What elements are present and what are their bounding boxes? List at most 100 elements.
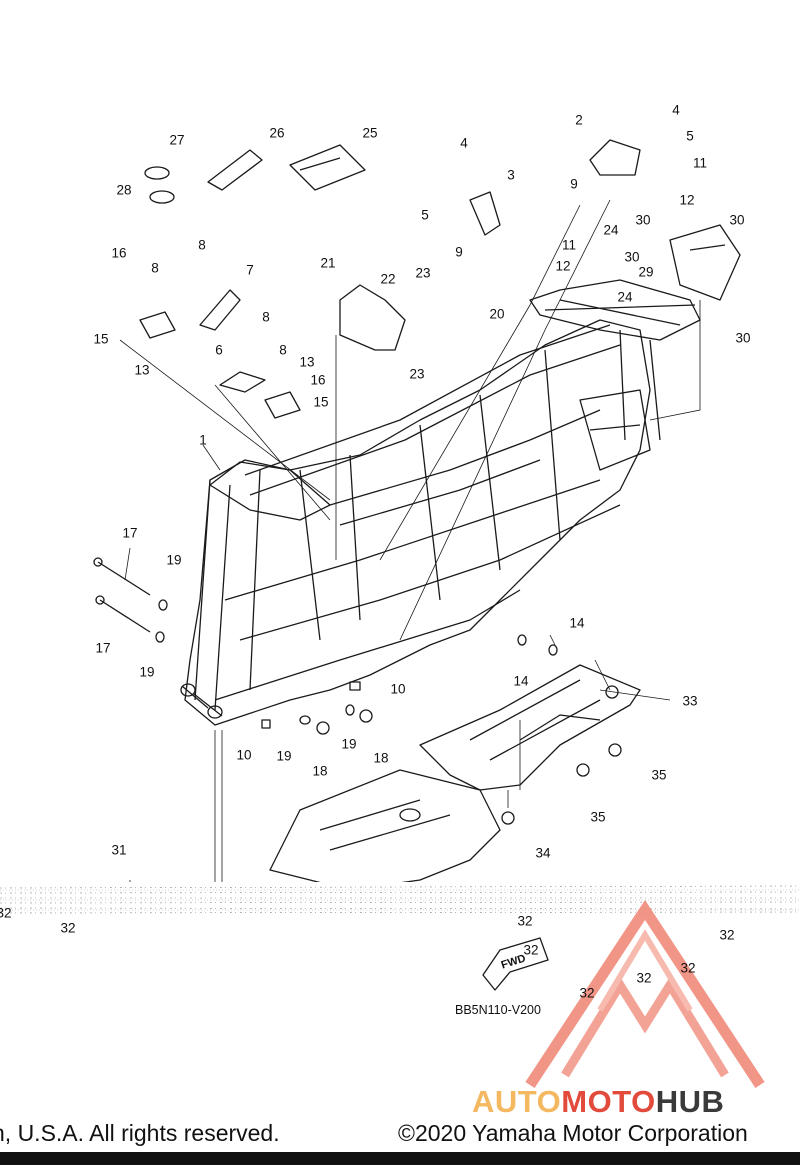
part-25-envelope xyxy=(289,144,366,191)
bolt-17-lower xyxy=(99,599,151,633)
clamp-13a xyxy=(139,311,176,339)
callout-3: 3 xyxy=(507,167,515,183)
callout-19b: 19 xyxy=(139,664,155,680)
fwd-arrow xyxy=(482,937,549,991)
callout-17b: 17 xyxy=(95,640,111,656)
callout-32e: 32 xyxy=(579,985,595,1001)
callout-14b: 14 xyxy=(513,673,529,689)
diagram-code: BB5N110-V200 xyxy=(455,1003,541,1017)
frame-front-post xyxy=(194,469,261,711)
callout-11a: 11 xyxy=(692,155,708,171)
callout-29: 29 xyxy=(638,264,654,280)
callout-18a: 18 xyxy=(312,763,328,779)
copyright-left: n, U.S.A. All rights reserved. xyxy=(0,1120,280,1146)
watermark-part-auto: AUTO xyxy=(472,1084,562,1119)
skid-plate-front-detail xyxy=(319,799,451,851)
bolt-17-upper xyxy=(97,561,151,596)
callout-4a: 4 xyxy=(460,135,468,151)
part-21-cover xyxy=(339,284,406,351)
frame-bottom-rail xyxy=(214,589,521,701)
callout-32c: 32 xyxy=(517,913,533,929)
callout-7: 7 xyxy=(246,262,254,278)
callout-20: 20 xyxy=(489,306,505,322)
callout-5a: 5 xyxy=(421,207,429,223)
frame-lower-rail-2 xyxy=(239,504,621,641)
callout-8b: 8 xyxy=(151,260,159,276)
bracket-2 xyxy=(589,139,641,176)
callout-19c: 19 xyxy=(276,748,292,764)
callout-31: 31 xyxy=(111,842,127,858)
callout-12b: 12 xyxy=(555,258,571,274)
watermark-part-hub: HUB xyxy=(655,1084,725,1119)
callout-32f: 32 xyxy=(636,970,652,986)
callout-15a: 15 xyxy=(93,331,109,347)
callout-1: 1 xyxy=(199,432,207,448)
front-tube xyxy=(181,685,223,717)
part-26-tool xyxy=(207,149,263,191)
callout-16a: 16 xyxy=(111,245,127,261)
callout-28: 28 xyxy=(116,182,132,198)
callout-4b: 4 xyxy=(672,102,680,118)
bracket-6 xyxy=(219,371,266,393)
callout-27: 27 xyxy=(169,132,185,148)
callout-13b: 13 xyxy=(299,354,315,370)
callout-22: 22 xyxy=(380,271,396,287)
callout-8a: 8 xyxy=(198,237,206,253)
callout-9b: 9 xyxy=(455,244,463,260)
callout-23b: 23 xyxy=(409,366,425,382)
callout-2: 2 xyxy=(575,112,583,128)
callout-17a: 17 xyxy=(122,525,138,541)
frame-outline xyxy=(184,319,651,726)
bottom-bar xyxy=(0,1152,800,1165)
callout-8c: 8 xyxy=(262,309,270,325)
callout-32g: 32 xyxy=(680,960,696,976)
callout-34: 34 xyxy=(535,845,551,861)
watermark-part-moto: MOTO xyxy=(561,1084,656,1119)
callout-26: 26 xyxy=(269,125,285,141)
frame-upper-rail-2 xyxy=(249,344,621,496)
callout-35a: 35 xyxy=(651,767,667,783)
frame-lower-rail xyxy=(224,479,601,601)
bracket-7 xyxy=(199,289,241,331)
callout-19d: 19 xyxy=(341,736,357,752)
callout-18b: 18 xyxy=(373,750,389,766)
part-27-ring xyxy=(144,166,170,180)
callout-10a: 10 xyxy=(236,747,252,763)
callout-14a: 14 xyxy=(569,615,585,631)
bracket-3 xyxy=(469,191,501,236)
callout-32d: 32 xyxy=(523,942,539,958)
frame-rear-rack-bars xyxy=(544,299,696,441)
clamp-13b xyxy=(264,391,301,419)
callout-16b: 16 xyxy=(310,372,326,388)
callout-8d: 8 xyxy=(279,342,287,358)
frame-rear-detail xyxy=(579,389,651,471)
callout-30c: 30 xyxy=(624,249,640,265)
callout-32h: 32 xyxy=(719,927,735,943)
callout-35b: 35 xyxy=(590,809,606,825)
copyright-right: ©2020 Yamaha Motor Corporation xyxy=(398,1120,748,1146)
frame-cross-1 xyxy=(299,349,561,641)
callout-25: 25 xyxy=(362,125,378,141)
part-28-ring xyxy=(149,190,175,204)
callout-19a: 19 xyxy=(166,552,182,568)
callout-11b: 11 xyxy=(561,237,577,253)
callout-23a: 23 xyxy=(415,265,431,281)
callout-30d: 30 xyxy=(735,330,751,346)
callout-32b: 32 xyxy=(60,920,76,936)
skid-plate-rear xyxy=(419,664,641,791)
bracket-29 xyxy=(669,224,741,301)
callout-10b: 10 xyxy=(390,681,406,697)
skid-plate-front xyxy=(269,769,501,891)
callout-30b: 30 xyxy=(729,212,745,228)
callout-24a: 24 xyxy=(603,222,619,238)
watermark-text: AUTOMOTOHUB xyxy=(472,1084,724,1120)
frame-upper-rail xyxy=(244,324,611,476)
watermark-logo xyxy=(525,899,765,1089)
callout-21: 21 xyxy=(320,255,336,271)
callout-9a: 9 xyxy=(570,176,578,192)
callout-6: 6 xyxy=(215,342,223,358)
callout-13a: 13 xyxy=(134,362,150,378)
callout-24b: 24 xyxy=(617,289,633,305)
